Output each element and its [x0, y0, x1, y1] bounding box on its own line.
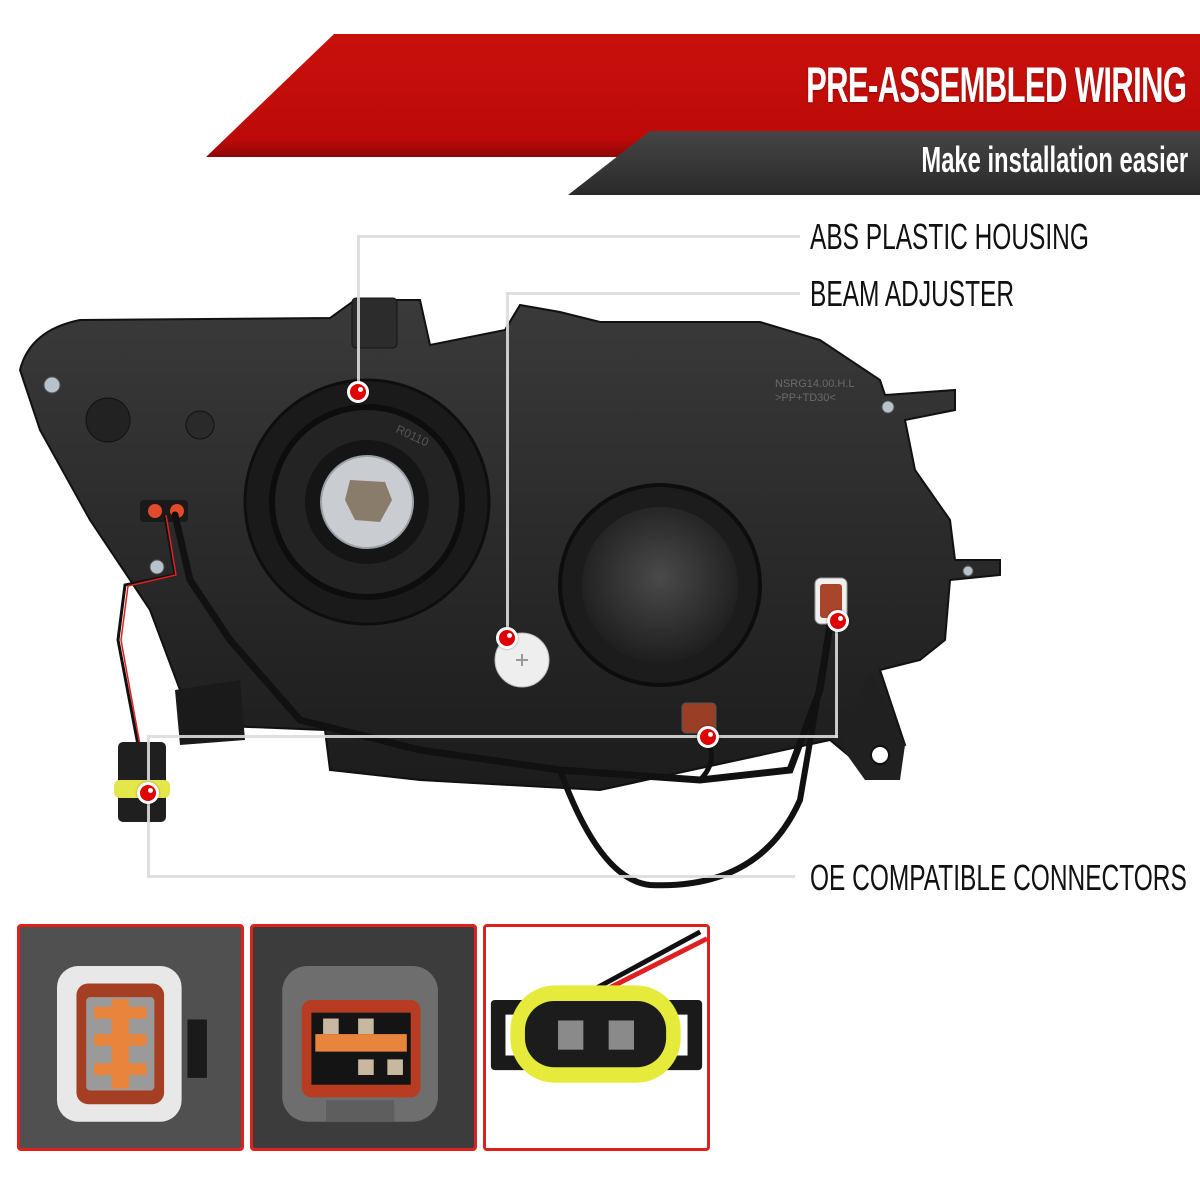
- feature-label-beam-adjuster: BEAM ADJUSTER: [810, 273, 1015, 314]
- callout-line-connectors: [147, 735, 150, 877]
- thumbnail-connector-white[interactable]: [17, 924, 244, 1151]
- headlight-photo: R0110 NSRG14.00.H.L >PP+TD30<: [18, 297, 1001, 889]
- subheader-banner: Make installation easier: [568, 131, 1200, 195]
- callout-dot-beam-adjuster[interactable]: [496, 627, 518, 649]
- callout-line-connectors: [147, 875, 795, 878]
- header-subtitle: Make installation easier: [921, 139, 1188, 180]
- callout-line-beam: [506, 292, 800, 295]
- callout-dot-connector-bottom[interactable]: [697, 726, 719, 748]
- callout-line-housing: [357, 235, 360, 392]
- header-title: PRE-ASSEMBLED WIRING: [805, 57, 1187, 113]
- gray-6pin-connector-image: [253, 927, 474, 1148]
- housing-marking: >PP+TD30<: [775, 392, 836, 404]
- callout-line-beam: [506, 292, 509, 638]
- feature-label-connectors: OE COMPATIBLE CONNECTORS: [810, 857, 1187, 898]
- yellow-2pin-connector-image: [486, 927, 707, 1148]
- callout-dot-connector-rear[interactable]: [827, 610, 849, 632]
- housing-marking: NSRG14.00.H.L: [775, 378, 854, 390]
- callout-dot-connector-plug[interactable]: [137, 782, 159, 804]
- callout-line-connectors: [148, 735, 838, 738]
- thumbnail-connector-yellow[interactable]: [483, 924, 710, 1151]
- thumbnail-connector-gray[interactable]: [250, 924, 477, 1151]
- callout-line-housing: [357, 235, 800, 238]
- callout-line-connectors: [835, 621, 838, 738]
- feature-label-housing: ABS PLASTIC HOUSING: [810, 216, 1089, 257]
- white-6pin-connector-image: [20, 927, 241, 1148]
- callout-dot-housing[interactable]: [347, 381, 369, 403]
